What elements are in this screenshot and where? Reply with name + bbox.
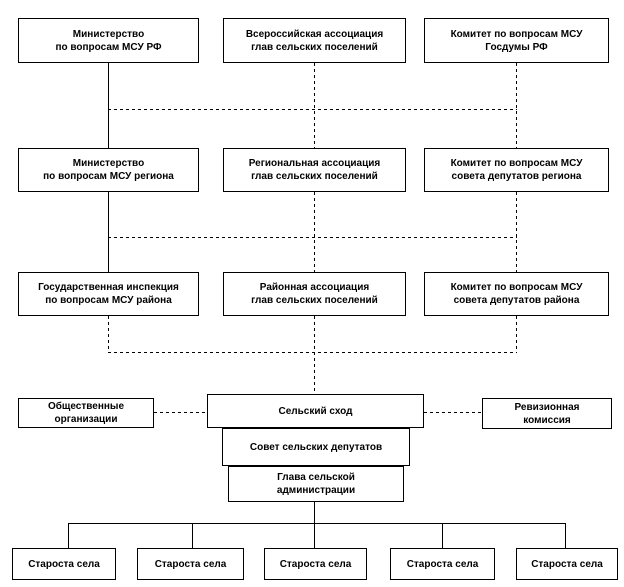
regional-association-box: Региональная ассоциация глав сельских по… <box>223 148 406 192</box>
village-head-box: Староста села <box>137 548 244 580</box>
ministry-rf-box: Министерство по вопросам МСУ РФ <box>18 18 199 63</box>
all-russian-association-box: Всероссийская ассоциация глав сельских п… <box>223 18 406 63</box>
village-assembly-box: Сельский сход <box>207 394 424 428</box>
district-association-box: Районная ассоциация глав сельских поселе… <box>223 272 406 316</box>
region-council-committee-box: Комитет по вопросам МСУ совета депутатов… <box>424 148 609 192</box>
public-organizations-box: Общественные организации <box>18 398 154 428</box>
village-council-box: Совет сельских депутатов <box>222 428 410 466</box>
audit-commission-box: Ревизионная комиссия <box>482 398 612 429</box>
village-head-box: Староста села <box>516 548 618 580</box>
village-head-box: Староста села <box>390 548 495 580</box>
duma-committee-box: Комитет по вопросам МСУ Госдумы РФ <box>424 18 609 63</box>
district-inspection-box: Государственная инспекция по вопросам МС… <box>18 272 199 316</box>
village-head-box: Староста села <box>264 548 367 580</box>
administration-head-box: Глава сельской администрации <box>228 466 404 502</box>
ministry-region-box: Министерство по вопросам МСУ региона <box>18 148 199 192</box>
village-head-box: Староста села <box>12 548 116 580</box>
district-council-committee-box: Комитет по вопросам МСУ совета депутатов… <box>424 272 609 316</box>
